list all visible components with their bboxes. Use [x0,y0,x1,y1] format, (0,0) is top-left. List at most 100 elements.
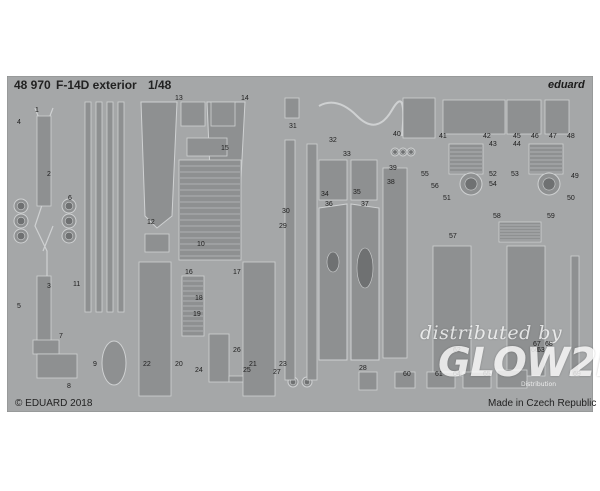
etched-ring-hole [392,149,398,155]
seat-belt-strip [95,101,103,313]
panel-hole [326,251,340,273]
product-code: 48 970 [14,78,51,92]
panel-36 [318,203,348,361]
etched-ring-hole [64,216,74,226]
part-number-label: 55 [421,171,429,178]
seat-belt-strip [117,101,125,313]
part-number-label: 11 [73,281,80,288]
etched-ring-hole [542,177,556,191]
part-number-label: 66 [531,347,539,354]
bracket-65 [496,369,528,389]
part-number-label: 15 [221,145,229,152]
strip-69 [570,255,580,377]
cockpit-sill-part [36,115,52,207]
part-number-label: 25 [243,367,251,374]
part-number-label: 49 [571,173,579,180]
part-number-label: 60 [403,371,411,378]
part-number-label: 28 [359,365,367,372]
part-number-label: 41 [439,133,447,140]
part-number-label: 37 [361,201,369,208]
part-31-tab [284,97,300,119]
watermark-sub: Distribution [521,381,557,388]
part-number-label: 4 [17,119,21,126]
panel-47 [544,99,570,135]
part-number-label: 30 [282,208,290,215]
part-number-label: 18 [195,295,203,302]
part-number-label: 56 [431,183,439,190]
part-number-label: 10 [197,241,205,248]
part-number-label: 50 [567,195,575,202]
part-number-label: 45 [513,133,521,140]
bracket-part [36,353,78,379]
part-number-label: 27 [273,369,281,376]
copyright-text: © EDUARD 2018 [15,398,93,409]
part-number-label: 35 [353,189,361,196]
panel-24 [208,333,230,383]
part-number-label: 3 [47,283,51,290]
part-number-label: 5 [17,303,21,310]
etched-ring-hole [16,201,26,211]
part-number-label: 16 [185,269,193,276]
part-number-label: 42 [483,133,491,140]
part-number-label: 31 [289,123,297,130]
flap-left [140,101,178,229]
panel-hole [356,247,374,289]
part-number-label: 12 [147,219,155,226]
part-number-label: 36 [325,201,333,208]
instrument-panel-16 [178,159,242,261]
sheet-title: F-14D exterior [56,78,137,92]
part-number-label: 39 [389,165,397,172]
oval-plate [101,340,127,386]
gear-door-21 [242,261,276,397]
etched-ring-hole [400,149,406,155]
part-number-label: 13 [175,95,183,102]
seat-belt-strip [84,101,92,313]
part-number-label: 53 [511,171,519,178]
hinge-part [210,101,236,127]
bracket-64 [462,371,492,389]
part-number-label: 1 [35,107,39,114]
part-number-label: 8 [67,383,71,390]
part-number-label: 17 [233,269,241,276]
small-grille-part [32,339,60,355]
part-number-label: 23 [279,361,287,368]
part-number-label: 40 [393,131,401,138]
part-number-label: 68 [545,341,553,348]
part-number-label: 2 [47,171,51,178]
part-number-label: 52 [489,171,497,178]
part-number-label: 58 [493,213,501,220]
panel-15 [186,137,228,157]
panel-28 [358,371,378,391]
part-number-label: 54 [489,181,497,188]
etched-ring-hole [16,216,26,226]
panel-33 [318,159,348,201]
panel-40 [402,97,436,139]
strip-31 [306,143,318,381]
origin-text: Made in Czech Republic [488,398,597,409]
grille-53 [528,143,564,175]
part-number-label: 20 [175,361,183,368]
part-number-label: 26 [233,347,241,354]
wire-harness-32 [318,100,405,137]
etched-ring-hole [16,231,26,241]
part-number-label: 32 [329,137,337,144]
bracket-61 [426,371,456,389]
gear-door-20 [138,261,172,397]
part-number-label: 65 [483,371,491,378]
part-number-label: 44 [513,141,521,148]
part-number-label: 67 [533,341,541,348]
part-number-label: 62 [453,347,461,354]
panel-62 [432,245,472,377]
brand-logo: eduard [548,79,585,91]
etched-ring-hole [64,231,74,241]
part-number-label: 29 [279,223,287,230]
bracket-60 [394,371,416,389]
panel-45 [506,99,542,135]
part-number-label: 61 [435,371,443,378]
panel-41 [442,99,506,135]
part-number-label: 21 [249,361,257,368]
part-number-label: 9 [93,361,97,368]
strip-38 [382,167,408,359]
part-number-label: 47 [549,133,557,140]
